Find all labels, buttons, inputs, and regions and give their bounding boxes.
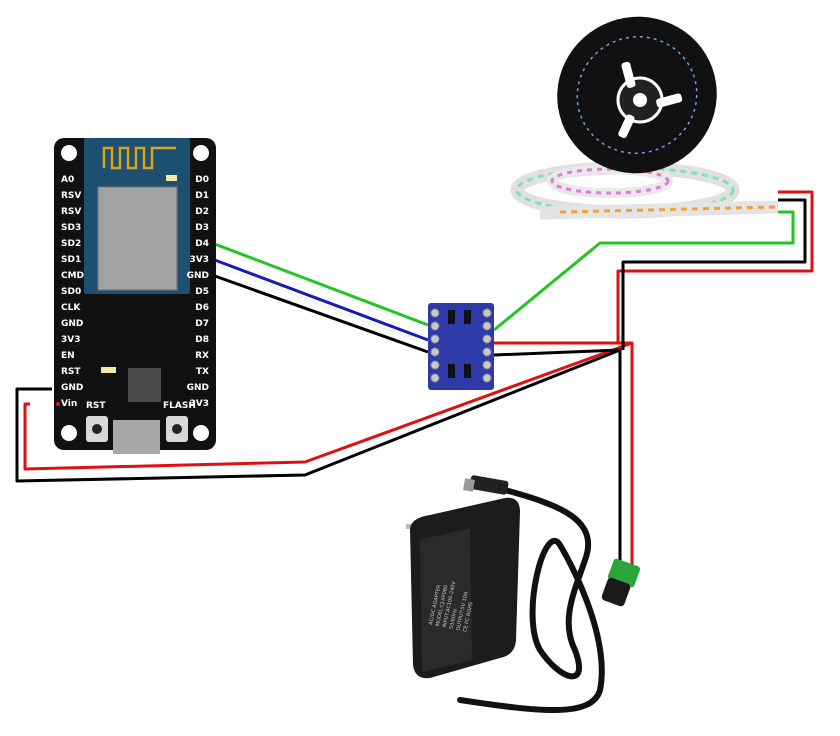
shifter-chip xyxy=(448,310,455,324)
wire-data-d4 xyxy=(211,241,429,327)
dc-jack-connector xyxy=(601,558,641,607)
adapter-face xyxy=(420,528,472,672)
left-pin-vin: Vin xyxy=(61,399,77,409)
left-pin-cmd: CMD xyxy=(61,271,84,281)
shifter-pad xyxy=(482,373,492,383)
left-pin-a0: A0 xyxy=(61,175,74,185)
shifter-pad xyxy=(430,373,440,383)
right-pin-d2: D2 xyxy=(195,207,209,217)
right-pin-d4: D4 xyxy=(195,239,209,249)
adapter-plug-tip xyxy=(469,475,509,495)
right-pin-d8: D8 xyxy=(195,335,209,345)
adapter-cable xyxy=(457,487,605,714)
shifter-pad xyxy=(482,360,492,370)
shifter-pad xyxy=(482,321,492,331)
shifter-chip xyxy=(464,364,471,378)
adapter-label-line: 50/60Hz xyxy=(449,608,459,630)
right-pin-tx: TX xyxy=(196,367,209,377)
shifter-pad xyxy=(430,360,440,370)
mount-hole xyxy=(193,425,209,441)
right-pin-d3: D3 xyxy=(195,223,209,233)
flash-button-label: FLASH xyxy=(163,401,196,411)
vin-pin-marker xyxy=(56,402,60,406)
left-pin-3v3: 3V3 xyxy=(61,335,81,345)
right-pin-rx: RX xyxy=(195,351,209,361)
dc-jack-body xyxy=(601,577,631,607)
mount-hole xyxy=(61,425,77,441)
wire-power-main xyxy=(23,341,634,565)
wire-gnd-main xyxy=(15,348,622,565)
reel-slot xyxy=(618,114,635,139)
wire-gnd-shifter xyxy=(493,348,621,357)
usb-port xyxy=(113,420,160,454)
left-pin-sd0: SD0 xyxy=(61,287,81,297)
led-indicator xyxy=(166,175,177,181)
left-pin-sd2: SD2 xyxy=(61,239,81,249)
mount-hole xyxy=(61,145,77,161)
adapter-plug-metal xyxy=(463,478,475,492)
usb-chip xyxy=(128,368,161,402)
power-adapter: AC/DC ADAPTERMODEL:CJ-XP080INPUT:AC100-2… xyxy=(406,475,605,714)
left-pin-sd3: SD3 xyxy=(61,223,81,233)
left-pin-rsv: RSV xyxy=(61,207,81,217)
shifter-pad xyxy=(430,334,440,344)
shifter-pad xyxy=(482,334,492,344)
shifter-pad xyxy=(482,308,492,318)
wire-data-strip xyxy=(493,210,795,332)
shifter-chip xyxy=(464,310,471,324)
shifter-pad xyxy=(430,308,440,318)
led-strip-reel xyxy=(510,16,779,220)
left-pin-gnd: GND xyxy=(61,383,83,393)
mount-hole xyxy=(193,145,209,161)
led-indicator xyxy=(101,367,116,373)
led-strip-tail xyxy=(559,205,777,214)
wire-gnd-board xyxy=(211,273,429,354)
flash-button-cap xyxy=(172,424,182,434)
wire-power-strip xyxy=(616,190,814,343)
shifter-chip xyxy=(448,364,455,378)
reel-slot xyxy=(621,61,636,88)
shifter-pad xyxy=(430,347,440,357)
right-pin-d7: D7 xyxy=(195,319,209,329)
rst-button-label: RST xyxy=(86,401,106,411)
shifter-pad xyxy=(430,321,440,331)
right-pin-gnd: GND xyxy=(187,383,209,393)
left-pin-rsv: RSV xyxy=(61,191,81,201)
wire-3v3 xyxy=(211,257,429,342)
wire-white xyxy=(211,263,429,346)
shifter-pad xyxy=(482,347,492,357)
right-pin-3v3: 3V3 xyxy=(190,255,210,265)
left-pin-rst: RST xyxy=(61,367,81,377)
rst-button-cap xyxy=(92,424,102,434)
left-pin-clk: CLK xyxy=(61,303,81,313)
left-pin-en: EN xyxy=(61,351,75,361)
wires xyxy=(15,190,814,565)
shifter-body xyxy=(428,303,494,390)
antenna-trace xyxy=(102,146,176,170)
right-pin-d1: D1 xyxy=(195,191,209,201)
right-pin-d6: D6 xyxy=(195,303,209,313)
module-shield xyxy=(97,186,178,291)
shifter-pads xyxy=(430,308,492,383)
right-pin-gnd: GND xyxy=(187,271,209,281)
left-pin-sd1: SD1 xyxy=(61,255,81,265)
right-pin-3v3: 3V3 xyxy=(190,399,210,409)
right-pin-d0: D0 xyxy=(195,175,209,185)
logic-level-shifter xyxy=(428,303,494,390)
left-pin-gnd: GND xyxy=(61,319,83,329)
wire-gnd-strip xyxy=(621,198,807,350)
right-pin-d5: D5 xyxy=(195,287,209,297)
reel-center-hole xyxy=(633,93,647,107)
reel-slot xyxy=(656,93,683,108)
